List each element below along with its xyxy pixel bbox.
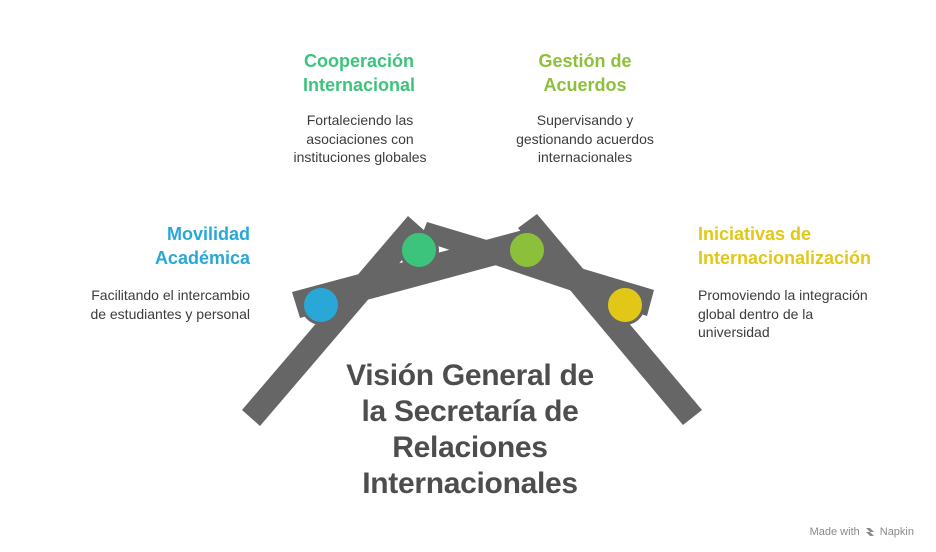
diagram-title: Visión General de la Secretaría de Relac… xyxy=(346,359,594,500)
movilidad-heading: Movilidad Académica xyxy=(154,224,250,268)
node-movilidad xyxy=(301,285,341,325)
node-iniciativas xyxy=(605,285,645,325)
node-cooperacion xyxy=(399,230,439,270)
movilidad-description: Facilitando el intercambio de estudiante… xyxy=(90,287,250,322)
iniciativas-description: Promoviendo la integración global dentro… xyxy=(698,287,868,340)
made-with-napkin-footer: Made with Napkin xyxy=(810,526,914,538)
gestion-heading: Gestión de Acuerdos xyxy=(538,51,632,95)
node-gestion xyxy=(507,230,547,270)
gestion-description: Supervisando y gestionando acuerdos inte… xyxy=(516,112,654,165)
cooperacion-heading: Cooperación Internacional xyxy=(302,51,416,95)
made-with-label: Made with xyxy=(809,526,860,538)
cooperacion-description: Fortaleciendo las asociaciones con insti… xyxy=(293,112,427,165)
napkin-brand: Napkin xyxy=(879,526,914,538)
iniciativas-heading: Iniciativas de Internacionalización xyxy=(698,224,872,268)
napkin-logo-icon xyxy=(865,528,874,536)
right-cross-bar xyxy=(420,222,654,316)
